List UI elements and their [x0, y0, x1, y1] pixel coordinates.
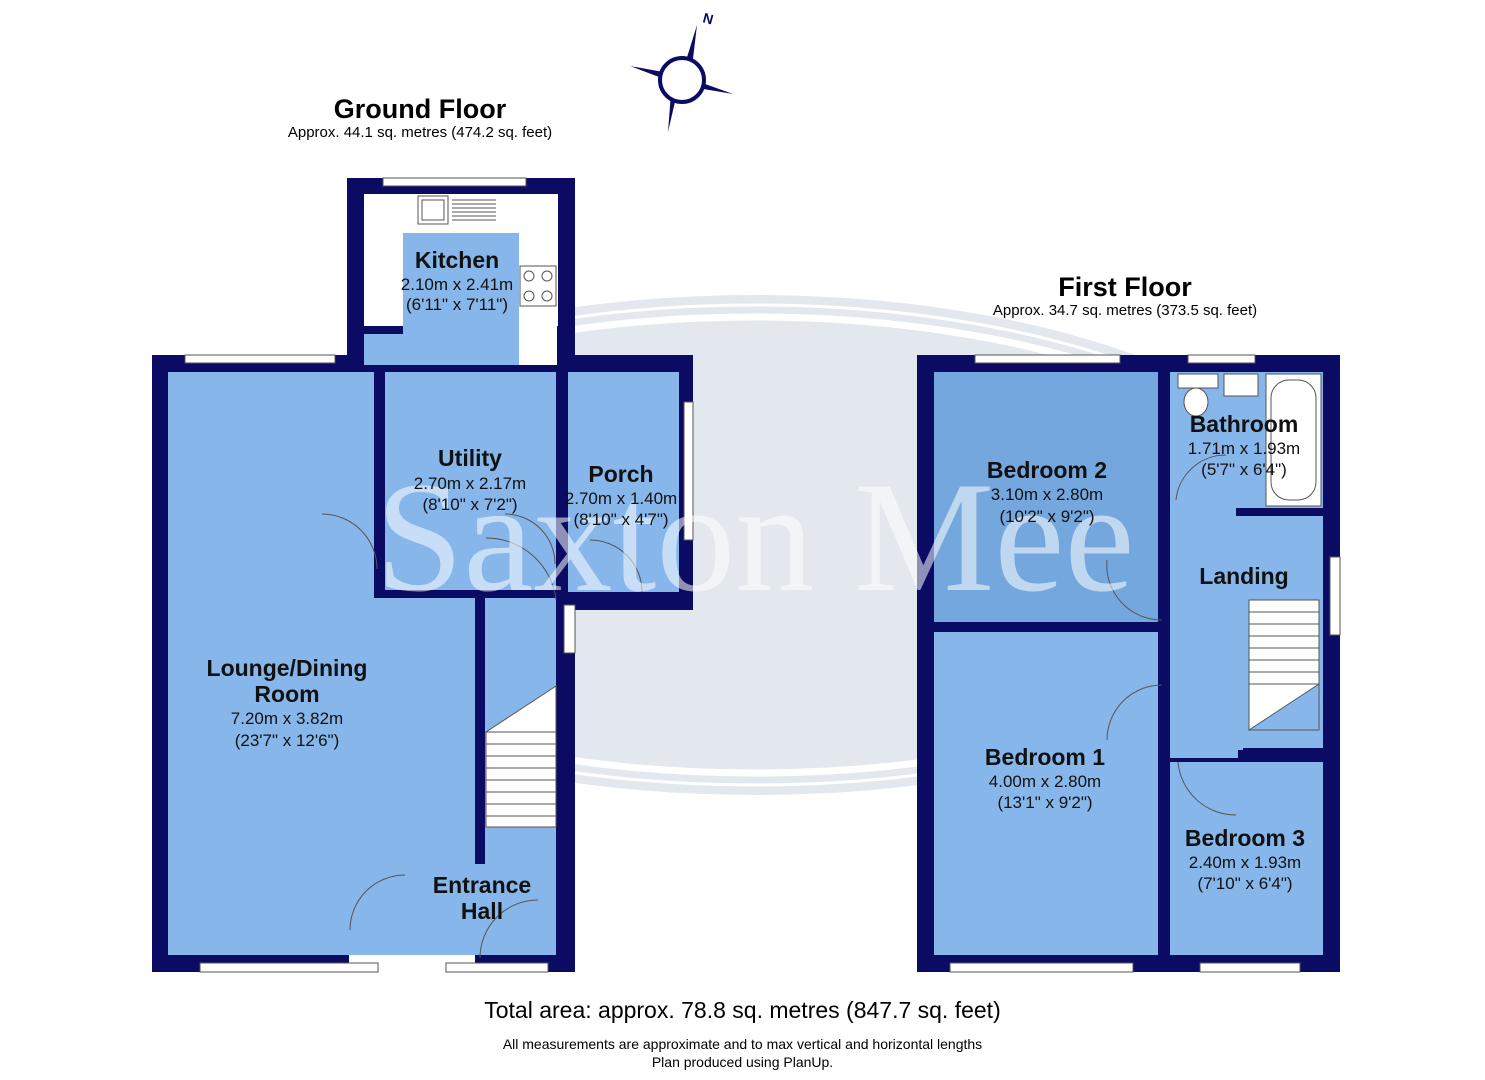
lounge-metric: 7.20m x 3.82m	[231, 709, 343, 728]
planup-note: Plan produced using PlanUp.	[651, 1054, 834, 1070]
watermark-text: Saxton Mee	[375, 450, 1134, 625]
kitchen-metric: 2.10m x 2.41m	[401, 275, 513, 294]
ground-floor-plan	[152, 177, 694, 973]
bedroom2-metric: 3.10m x 2.80m	[991, 485, 1103, 504]
first-floor-title: First Floor	[1058, 272, 1192, 302]
bedroom3-floor	[1170, 762, 1323, 955]
landing-name: Landing	[1199, 563, 1288, 589]
bedroom1-metric: 4.00m x 2.80m	[989, 772, 1101, 791]
bedroom2-imperial: (10'2" x 9'2")	[999, 507, 1094, 526]
utility-name: Utility	[438, 445, 502, 471]
bedroom2-name: Bedroom 2	[987, 457, 1107, 483]
lounge-imperial: (23'7" x 12'6")	[235, 731, 340, 750]
bedroom3-imperial: (7'10" x 6'4")	[1197, 874, 1292, 893]
bedroom1-name: Bedroom 1	[985, 744, 1105, 770]
bathroom-imperial: (5'7" x 6'4")	[1201, 460, 1287, 479]
entrance-name-line2: Hall	[461, 898, 503, 924]
kitchen-imperial: (6'11" x 7'11")	[406, 295, 508, 314]
porch-metric: 2.70m x 1.40m	[565, 489, 677, 508]
porch-name: Porch	[588, 461, 653, 487]
lounge-name-line1: Lounge/Dining	[207, 655, 368, 681]
bedroom2-floor	[934, 372, 1158, 622]
lounge-floor	[168, 372, 475, 955]
first-floor-plan	[917, 354, 1341, 973]
kitchen-name: Kitchen	[415, 247, 499, 273]
lounge-name-line2: Room	[254, 681, 319, 707]
bedroom3-metric: 2.40m x 1.93m	[1189, 853, 1301, 872]
bathroom-metric: 1.71m x 1.93m	[1188, 439, 1300, 458]
compass-rose-icon: N	[630, 9, 733, 132]
porch-imperial: (8'10" x 4'7")	[573, 510, 668, 529]
kitchen-floor	[403, 233, 519, 365]
porch-floor	[568, 372, 679, 592]
compass-north-label: N	[701, 9, 715, 27]
ground-stairs	[484, 685, 557, 828]
utility-floor	[385, 372, 556, 590]
first-floor-header: First Floor Approx. 34.7 sq. metres (373…	[925, 272, 1325, 320]
first-stairs	[1247, 599, 1320, 731]
ground-floor-title: Ground Floor	[333, 94, 507, 124]
total-area: Total area: approx. 78.8 sq. metres (847…	[484, 997, 1001, 1023]
bedroom1-floor	[934, 632, 1158, 955]
bedroom1-imperial: (13'1" x 9'2")	[997, 793, 1092, 812]
utility-metric: 2.70m x 2.17m	[414, 474, 526, 493]
measurement-note: All measurements are approximate and to …	[502, 1036, 983, 1052]
bedroom3-name: Bedroom 3	[1185, 825, 1305, 851]
first-floor-area: Approx. 34.7 sq. metres (373.5 sq. feet)	[992, 302, 1258, 319]
entrance-name-line1: Entrance	[433, 872, 531, 898]
bathroom-name: Bathroom	[1190, 411, 1299, 437]
ground-floor-header: Ground Floor Approx. 44.1 sq. metres (47…	[220, 94, 620, 142]
ground-floor-area: Approx. 44.1 sq. metres (474.2 sq. feet)	[287, 124, 553, 141]
utility-imperial: (8'10" x 7'2")	[422, 495, 517, 514]
